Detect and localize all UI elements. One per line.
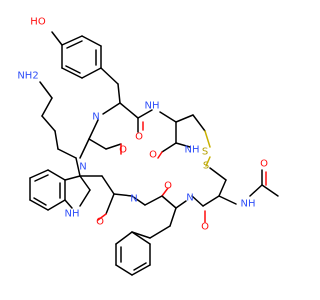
indole-ring [29,169,91,211]
atom-labels: HO NH2 NH N O O O NH S S N O N N O O NH … [17,17,268,233]
s-label-top: S [202,147,208,158]
structure-drawing: HO NH2 NH N O O O NH S S N O N N O O NH … [17,17,279,276]
o-label-tyr: O [149,150,157,161]
benzene-ring [115,225,171,276]
o-label-cys2: O [201,222,209,233]
bond-ring-ch2 [100,67,119,85]
s-label-bottom: S [203,161,209,172]
bond-ring-oh [51,31,63,46]
disulfide-bridge [204,130,211,167]
nh-label-indole: NH [65,209,80,220]
amine-label: NH2 [17,71,38,82]
n-label-phe: N [186,193,193,204]
nh-label-acetyl: NH [241,199,256,210]
phenol-ring [61,35,102,79]
lysine-chain [39,81,81,177]
n-label-lys: N [92,112,99,123]
molecule-diagram: HO NH2 NH N O O O NH S S N O N N O O NH … [17,17,279,276]
n-label-trp: N [79,162,86,173]
backbone [79,102,279,227]
o-label-phe: O [96,217,104,228]
o-label-lys: O [119,145,127,156]
bond-ch2-calpha [117,83,121,104]
o-label-cys: O [135,132,143,143]
o-label-acetyl: O [260,159,268,170]
nh-label-top: NH [145,101,160,112]
n-label-gly: N [130,194,137,205]
nh-label-cys2: NH [185,145,200,156]
hydroxyl-label: HO [30,17,46,28]
o-label-gly: O [164,181,172,192]
